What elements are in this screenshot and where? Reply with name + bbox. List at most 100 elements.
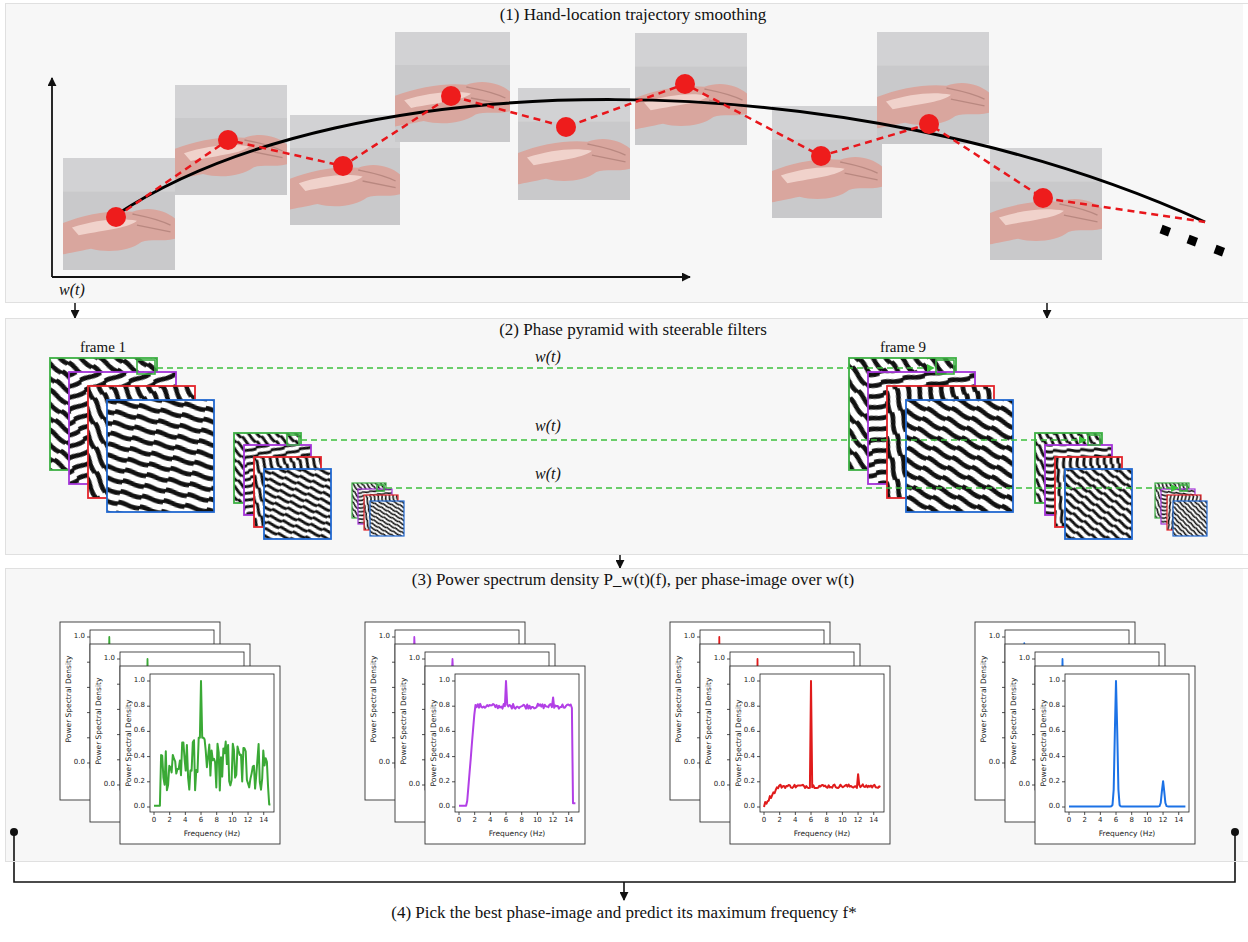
y-tick bbox=[452, 756, 455, 757]
crop-ground bbox=[290, 115, 400, 225]
tick-label: 14 bbox=[564, 817, 573, 825]
hand-crop bbox=[63, 158, 175, 270]
y-tick bbox=[452, 731, 455, 732]
tick-label: 8 bbox=[824, 817, 828, 825]
step-caption: (4) Pick the best phase-image and predic… bbox=[391, 904, 856, 923]
filter-window bbox=[137, 360, 155, 374]
x-tick bbox=[169, 812, 170, 815]
x-tick bbox=[1069, 812, 1070, 815]
tick-label: 6 bbox=[809, 817, 813, 825]
x-tick bbox=[201, 812, 202, 815]
tick-label: 0.2 bbox=[744, 778, 755, 786]
hand-skin bbox=[518, 139, 630, 184]
tick-label: 0 bbox=[762, 817, 766, 825]
y-tick bbox=[727, 785, 730, 786]
panel-ground bbox=[5, 568, 1243, 862]
tick-label: 0 bbox=[457, 817, 461, 825]
bracket-dot bbox=[1231, 828, 1239, 836]
axis-label: Power Spectral Density bbox=[735, 700, 743, 787]
frame-label: frame 1 bbox=[80, 339, 126, 356]
y-tick bbox=[1002, 712, 1005, 713]
filter-window bbox=[1088, 435, 1100, 445]
y-tick bbox=[757, 706, 760, 707]
filter-window bbox=[1180, 485, 1187, 491]
tick-label: 0.0 bbox=[409, 781, 420, 789]
y-tick bbox=[1002, 662, 1005, 663]
axis-label: Power Spectral Density bbox=[980, 656, 988, 743]
panel-heading: (2) Phase pyramid with steerable filters bbox=[6, 320, 1248, 340]
tick-label: 0.0 bbox=[74, 759, 85, 767]
tick-label: 8 bbox=[519, 817, 523, 825]
y-tick bbox=[422, 759, 425, 760]
y-tick bbox=[422, 734, 425, 735]
x-tick bbox=[764, 812, 765, 815]
plot-figure bbox=[1035, 666, 1195, 844]
y-tick bbox=[757, 807, 760, 808]
hand-crops bbox=[63, 32, 1102, 270]
y-tick bbox=[392, 637, 395, 638]
window-label: w(t) bbox=[535, 348, 561, 366]
hand-location-dot bbox=[1033, 188, 1053, 208]
y-tick bbox=[697, 712, 700, 713]
crop-light bbox=[877, 32, 989, 66]
tick-label: 0.4 bbox=[439, 753, 450, 761]
tick-label: 1.0 bbox=[1049, 677, 1060, 685]
hand-highlight bbox=[299, 175, 363, 191]
y-tick bbox=[1062, 681, 1065, 682]
tick-label: 0.8 bbox=[134, 702, 145, 710]
tick-label: 1.0 bbox=[104, 655, 115, 663]
tick-label: 4 bbox=[488, 817, 492, 825]
tick-label: 6 bbox=[1114, 817, 1118, 825]
tick-label: 0.4 bbox=[134, 753, 145, 761]
axis-label: Frequency (Hz) bbox=[1099, 830, 1156, 838]
tick-label: 0.0 bbox=[714, 781, 725, 789]
hand-highlight bbox=[527, 149, 592, 165]
y-tick bbox=[147, 731, 150, 732]
plot-axes bbox=[760, 674, 884, 812]
crop-light bbox=[175, 85, 287, 118]
hand-crop bbox=[518, 88, 630, 200]
y-tick bbox=[422, 709, 425, 710]
tick-label: 10 bbox=[1143, 817, 1152, 825]
tick-label: 4 bbox=[793, 817, 797, 825]
tick-label: 12 bbox=[244, 817, 253, 825]
x-tick bbox=[1100, 812, 1101, 815]
plot-figure bbox=[425, 666, 585, 844]
y-tick bbox=[87, 637, 90, 638]
panel-band: (3) Power spectrum density P_w(t)(f), pe… bbox=[5, 568, 1248, 862]
tick-label: 0 bbox=[1067, 817, 1071, 825]
window-track bbox=[386, 487, 1178, 489]
window-track bbox=[157, 367, 934, 369]
y-tick bbox=[757, 731, 760, 732]
y-tick bbox=[452, 781, 455, 782]
x-tick bbox=[873, 812, 874, 815]
y-tick bbox=[392, 662, 395, 663]
y-tick bbox=[1032, 659, 1035, 660]
flow-arrow bbox=[619, 555, 621, 568]
x-tick bbox=[1116, 812, 1117, 815]
y-tick bbox=[1062, 731, 1065, 732]
y-tick bbox=[757, 681, 760, 682]
tick-label: 4 bbox=[183, 817, 187, 825]
panel-heading: (3) Power spectrum density P_w(t)(f), pe… bbox=[6, 570, 1248, 590]
tick-label: 0.8 bbox=[439, 702, 450, 710]
y-tick bbox=[697, 637, 700, 638]
tick-label: 0.4 bbox=[1049, 753, 1060, 761]
hand-crop bbox=[772, 106, 882, 218]
x-tick bbox=[506, 812, 507, 815]
tick-label: 1.0 bbox=[714, 655, 725, 663]
axis-label: Frequency (Hz) bbox=[794, 830, 851, 838]
tick-label: 12 bbox=[549, 817, 558, 825]
x-tick bbox=[154, 812, 155, 815]
axis-label: Power Spectral Density bbox=[400, 678, 408, 765]
tick-label: 12 bbox=[854, 817, 863, 825]
crop-ground bbox=[175, 85, 287, 195]
tick-label: 0.0 bbox=[1019, 781, 1030, 789]
tick-label: 1.0 bbox=[134, 677, 145, 685]
tick-label: 1.0 bbox=[989, 633, 1000, 641]
finger-crease bbox=[358, 170, 395, 188]
tick-label: 0.6 bbox=[744, 728, 755, 736]
tick-label: 6 bbox=[504, 817, 508, 825]
y-tick bbox=[727, 684, 730, 685]
